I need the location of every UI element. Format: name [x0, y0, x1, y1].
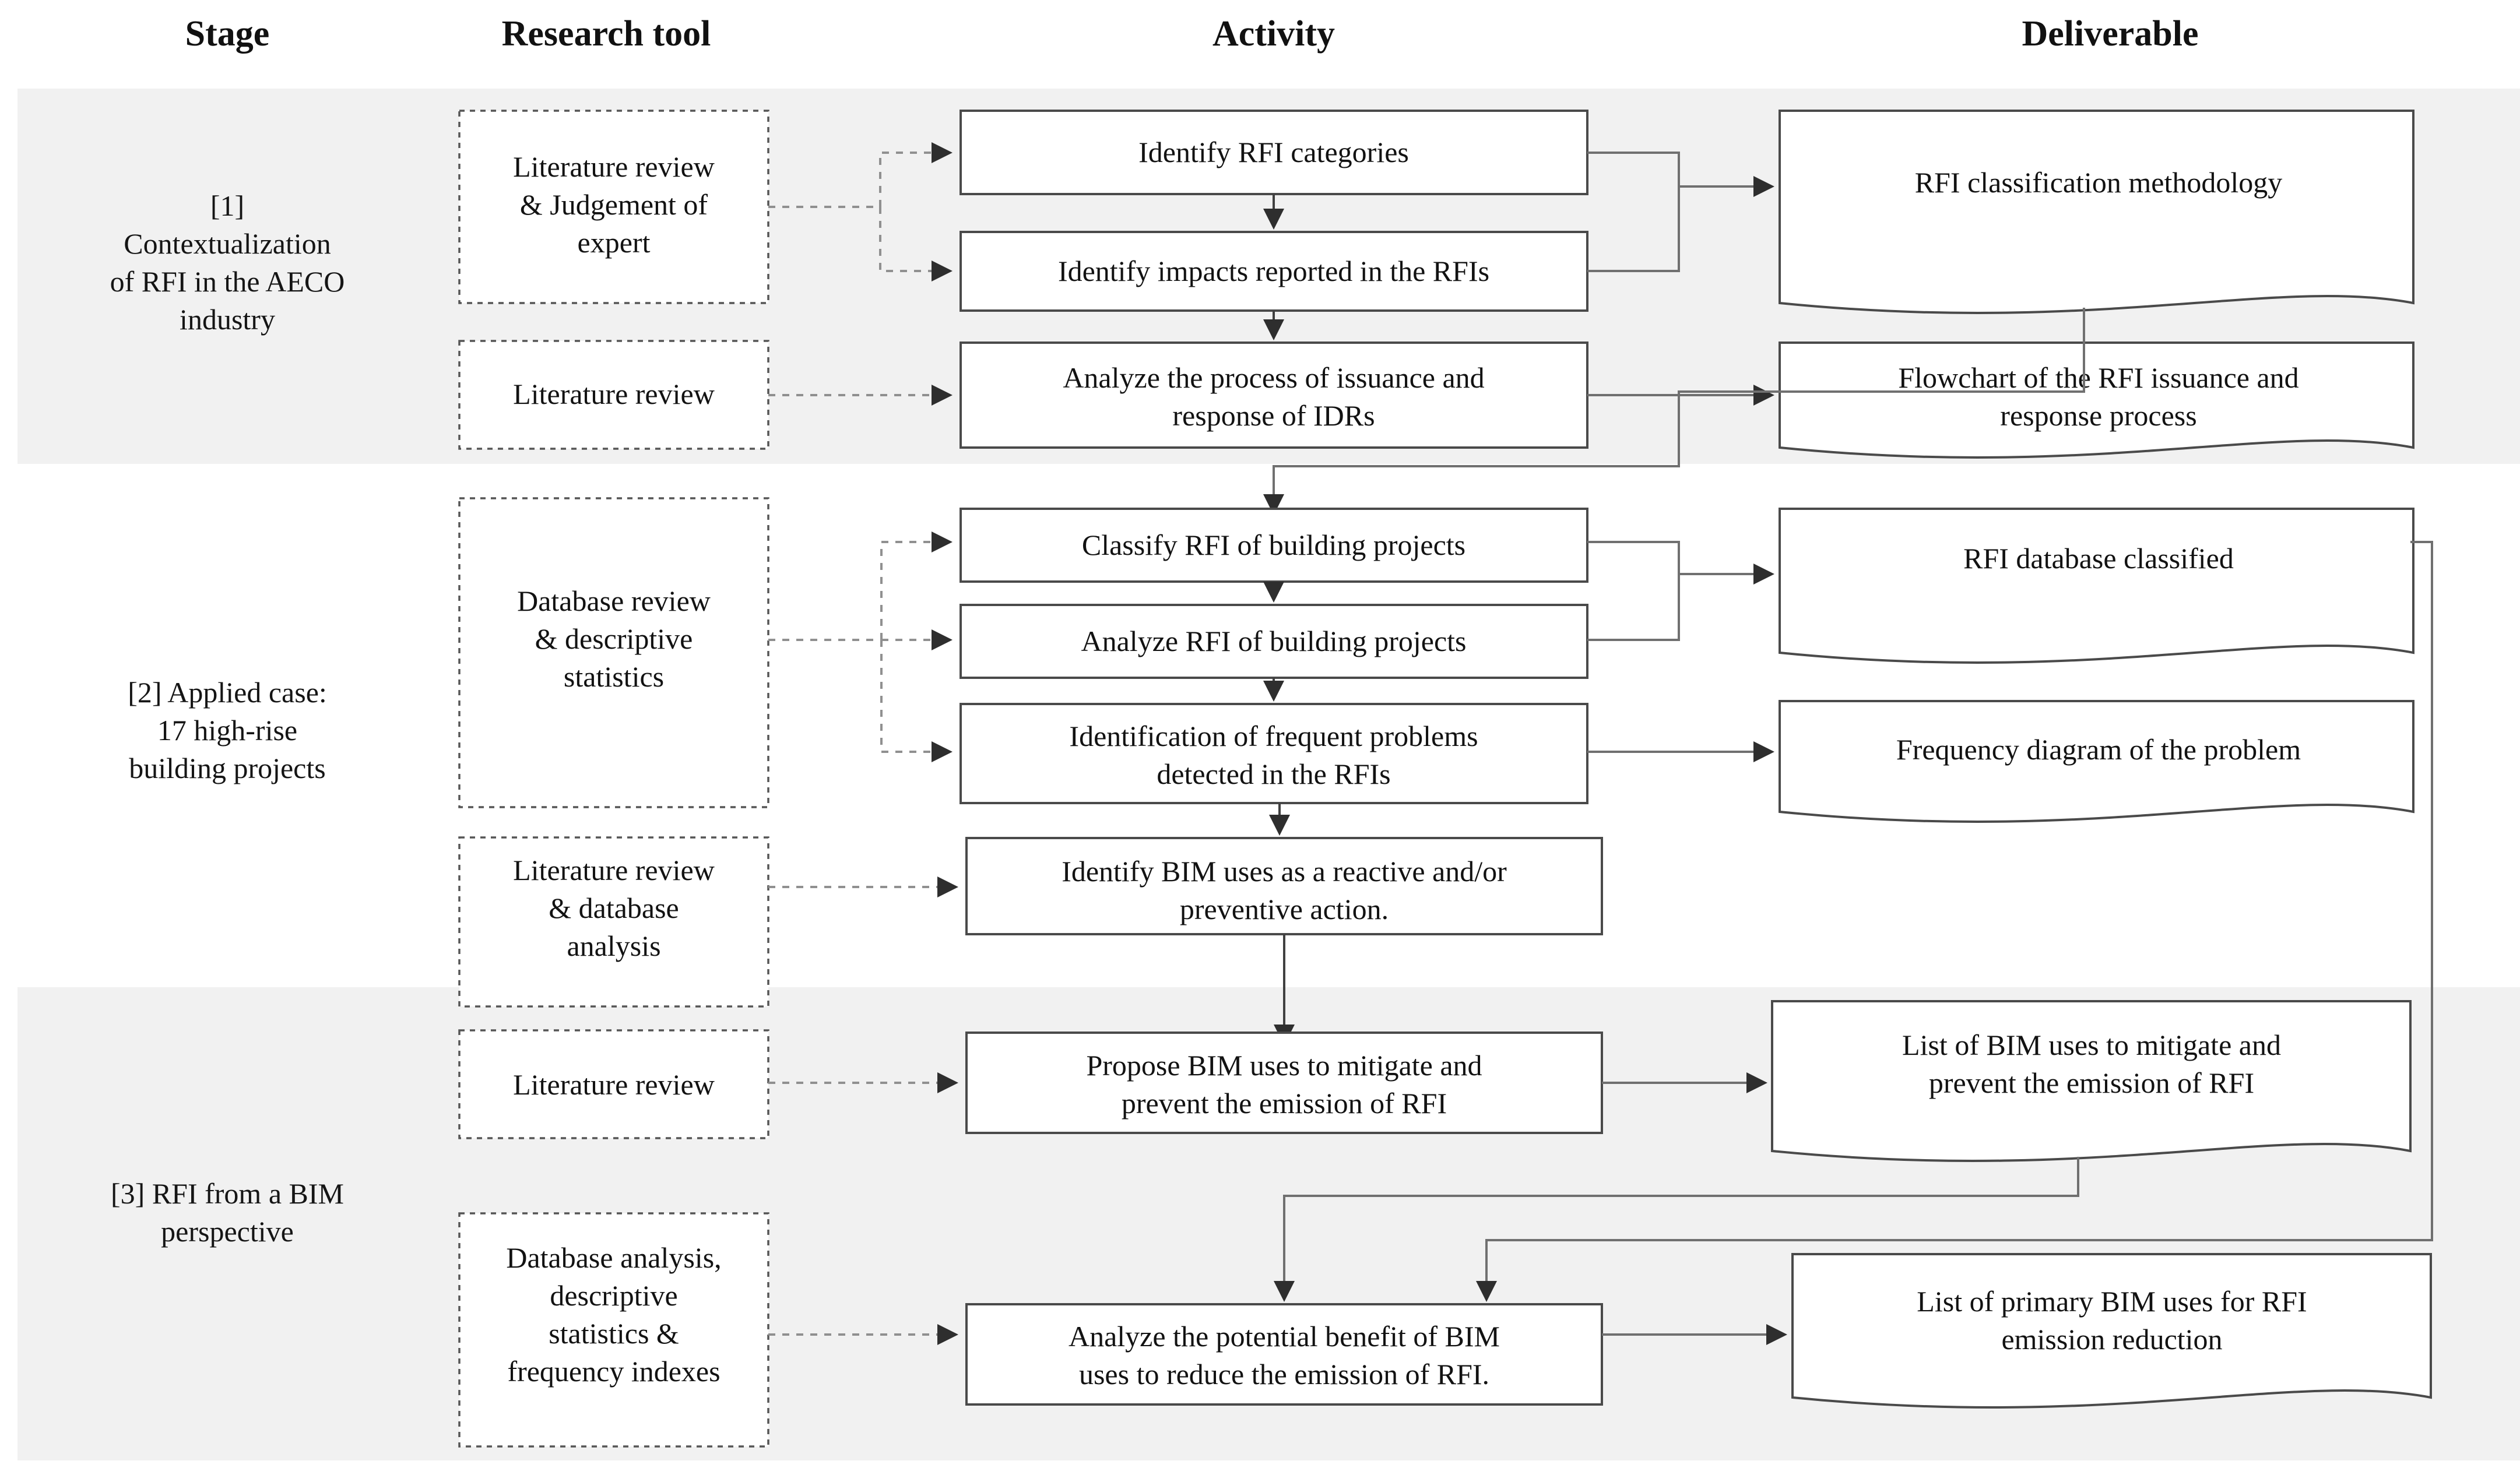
deliverable-1-2-line-1: response process [2000, 399, 2196, 432]
deliverable-box-3-1[interactable] [1771, 1000, 2412, 1162]
research-tool-3-1-line-0: Literature review [513, 1068, 715, 1101]
research-tool-box-2-1[interactable] [458, 497, 769, 808]
activity-1-3-line-0: Analyze the process of issuance and [1063, 361, 1484, 394]
deliverable-3-1-line-0: List of BIM uses to mitigate and [1902, 1029, 2281, 1061]
deliverable-3-2-line-0: List of primary BIM uses for RFI [1917, 1285, 2307, 1318]
activity-box-2-1[interactable] [960, 508, 1588, 583]
stage-3-label-line-0: [3] RFI from a BIM [111, 1177, 344, 1210]
activity-box-2-3[interactable] [960, 703, 1588, 804]
research-tool-3-2-line-2: statistics & [549, 1317, 679, 1350]
research-tool-3-2-line-1: descriptive [550, 1279, 677, 1312]
stage-1-label-line-2: of RFI in the AECO [110, 265, 345, 298]
stage-2-label-line-1: 17 high-rise [157, 714, 297, 747]
activity-3-2-line-1: uses to reduce the emission of RFI. [1079, 1358, 1489, 1390]
deliverable-3-1-line-1: prevent the emission of RFI [1929, 1066, 2254, 1099]
research-tool-1-2-line-0: Literature review [513, 378, 715, 410]
connector-act-1-1-to-del-1-1 [1587, 152, 1680, 186]
header-stage: Stage [185, 14, 270, 54]
activity-2-4-line-1: preventive action. [1180, 893, 1389, 925]
activity-3-1-line-1: prevent the emission of RFI [1122, 1087, 1447, 1120]
research-tool-box-3-1[interactable] [458, 1029, 769, 1139]
deliverable-box-3-2[interactable] [1791, 1253, 2432, 1409]
deliverable-1-2-line-0: Flowchart of the RFI issuance and [1898, 361, 2298, 394]
research-tool-1-1-line-2: expert [578, 226, 651, 259]
activity-box-3-2[interactable] [965, 1303, 1603, 1406]
connector-del-3-1-to-act-3-2 [1274, 1157, 2079, 1302]
connector-tool-1-1-to-act-1-1 [879, 142, 953, 207]
research-tool-box-2-2[interactable] [458, 836, 769, 1008]
header-research-tool: Research tool [502, 14, 711, 54]
connector-act-1-2-to-del-1-1 [1587, 176, 1774, 272]
research-tool-box-1-2[interactable] [458, 340, 769, 450]
deliverable-2-1-line-0: RFI database classified [1963, 542, 2234, 575]
activity-3-2-line-0: Analyze the potential benefit of BIM [1069, 1320, 1500, 1353]
stage-2-label-line-2: building projects [129, 752, 325, 784]
research-tool-3-2-line-3: frequency indexes [507, 1355, 720, 1388]
connector-tool-2-1-to-act-2-1 [880, 531, 953, 640]
activity-box-1-1[interactable] [960, 110, 1588, 195]
research-tool-2-1-line-1: & descriptive [535, 622, 693, 655]
activity-2-3-line-1: detected in the RFIs [1157, 758, 1390, 790]
connector-tool-2-1-to-act-2-3 [880, 640, 953, 762]
research-tool-box-1-1[interactable] [458, 110, 769, 304]
research-tool-box-3-2[interactable] [458, 1212, 769, 1448]
deliverable-1-1-line-0: RFI classification methodology [1915, 166, 2282, 199]
stage-1-label-line-1: Contextualization [124, 227, 331, 260]
activity-box-1-3[interactable] [960, 342, 1588, 449]
header-activity: Activity [1212, 14, 1335, 54]
activity-box-2-4[interactable] [965, 837, 1603, 935]
research-tool-2-1-line-2: statistics [564, 660, 664, 693]
deliverable-box-2-2[interactable] [1779, 700, 2414, 823]
research-tool-2-2-line-0: Literature review [513, 854, 715, 886]
activity-1-1-line-0: Identify RFI categories [1138, 136, 1409, 168]
research-tool-2-2-line-1: & database [549, 892, 679, 924]
stage-3-label-line-1: perspective [161, 1215, 294, 1248]
deliverable-box-1-2[interactable] [1779, 342, 2414, 459]
stage-2-label-line-0: [2] Applied case: [128, 676, 327, 709]
activity-1-3-line-1: response of IDRs [1172, 399, 1375, 432]
connector-del-2-1-to-act-3-2 [1476, 541, 2433, 1302]
research-tool-1-1-line-1: & Judgement of [520, 188, 708, 221]
header-deliverable: Deliverable [2022, 14, 2198, 54]
activity-1-2-line-0: Identify impacts reported in the RFIs [1058, 255, 1489, 287]
deliverable-2-2-line-0: Frequency diagram of the problem [1896, 733, 2301, 766]
connector-act-2-2-to-del-2-1 [1587, 564, 1774, 641]
stage-1-label-line-0: [1] [210, 189, 244, 222]
connector-del-1-1-to-act-2-1 [1263, 308, 2085, 515]
activity-box-3-1[interactable] [965, 1032, 1603, 1134]
activity-3-1-line-0: Propose BIM uses to mitigate and [1086, 1049, 1482, 1082]
research-tool-3-2-line-0: Database analysis, [506, 1241, 721, 1274]
connector-act-2-1-to-del-2-1 [1587, 541, 1680, 574]
deliverable-box-2-1[interactable] [1779, 508, 2414, 664]
research-tool-2-1-line-0: Database review [517, 585, 711, 617]
deliverable-3-2-line-1: emission reduction [2001, 1323, 2222, 1356]
deliverable-box-1-1[interactable] [1779, 110, 2414, 314]
research-tool-2-2-line-2: analysis [567, 930, 660, 962]
activity-2-4-line-0: Identify BIM uses as a reactive and/or [1062, 855, 1507, 888]
research-tool-1-1-line-0: Literature review [513, 150, 715, 183]
activity-box-2-2[interactable] [960, 604, 1588, 679]
activity-2-2-line-0: Analyze RFI of building projects [1081, 625, 1467, 657]
stage-1-label-line-3: industry [180, 303, 275, 336]
activity-2-1-line-0: Classify RFI of building projects [1082, 529, 1465, 561]
activity-2-3-line-0: Identification of frequent problems [1069, 720, 1478, 752]
